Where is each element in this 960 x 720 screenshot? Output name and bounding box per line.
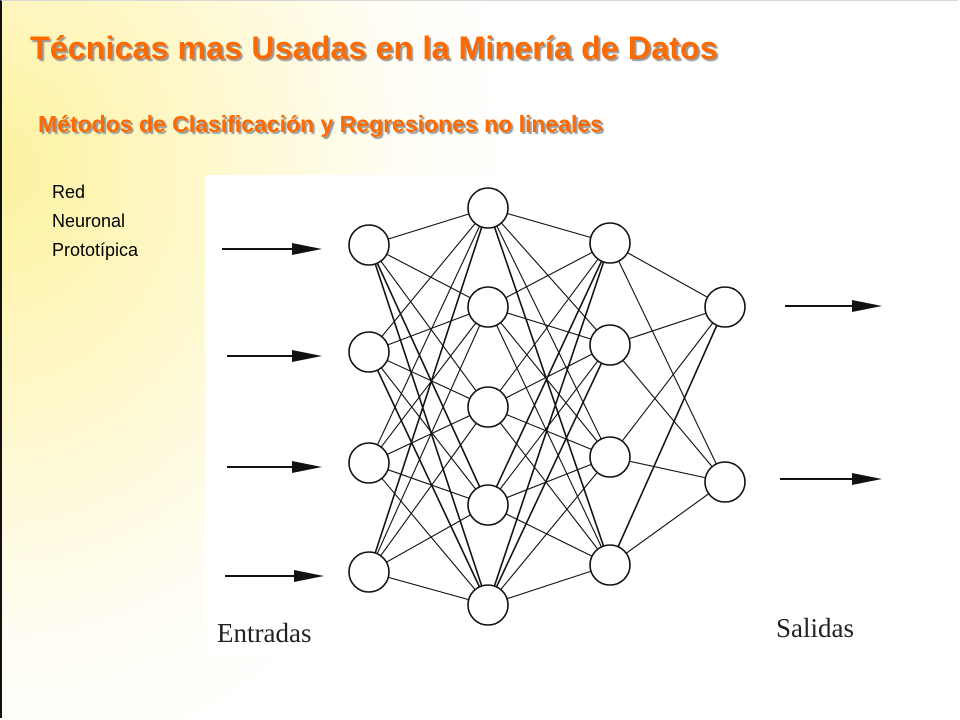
input-arrow-head [292,461,322,473]
connection-line [368,406,489,464]
output-arrow-head [852,300,882,312]
caption-line-3: Prototípica [52,240,139,260]
connection-line [368,351,489,408]
connection-line [487,306,611,458]
connection-line [609,242,726,483]
connection-line [368,351,489,606]
connection-line [487,306,611,566]
output-arrow-head [852,473,882,485]
neural-network-diagram: Entradas Salidas [205,175,905,655]
neuron-hidden-2 [589,222,631,264]
connection-line [487,344,611,606]
neuron-hidden-1 [467,286,509,328]
connection-line [487,406,611,566]
connection-line [368,244,489,606]
connection-line [487,242,611,408]
connection-line [487,344,611,408]
neuron-hidden-2 [589,324,631,366]
connection-line [368,306,489,464]
connection-line [487,564,611,606]
input-arrow-head [294,570,324,582]
slide-title: Técnicas mas Usadas en la Minería de Dat… [30,30,718,66]
neural-network-svg [222,187,882,626]
connection-line [609,306,726,458]
neuron-output [704,286,746,328]
connection-line [487,456,611,506]
connection-line [368,462,489,606]
connection-line [609,306,726,566]
connection-line [368,207,489,464]
outputs-label: Salidas [776,613,854,643]
diagram-caption: Red Neuronal Prototípica [52,178,138,265]
connection-line [487,207,611,244]
input-arrow-head [292,243,322,255]
connection-line [368,306,489,573]
connection-line [487,456,611,606]
neuron-input [348,331,390,373]
neuron-output [704,461,746,503]
connection-line [487,207,611,566]
neuron-input [348,551,390,593]
connection-line [487,242,611,606]
connection-line [609,344,726,483]
connection-line [609,481,726,566]
connection-line [487,242,611,308]
neuron-input [348,442,390,484]
caption-line-1: Red [52,182,86,202]
slide-subtitle: Métodos de Clasificación y Regresiones n… [38,111,603,137]
neuron-hidden-2 [589,436,631,478]
neuron-hidden-1 [467,187,509,229]
caption-line-2: Neuronal [52,211,126,231]
connection-line [368,462,489,506]
connection-line [487,306,611,346]
connection-line [368,244,489,506]
neuron-hidden-2 [589,544,631,586]
connection-line [487,504,611,566]
neuron-hidden-1 [467,584,509,626]
connection-line [368,406,489,573]
connection-line [487,242,611,506]
neuron-hidden-1 [467,484,509,526]
connection-line [487,207,611,458]
connection-line [368,306,489,353]
connection-line [368,244,489,308]
connection-line [368,207,489,353]
neuron-input [348,224,390,266]
connection-line [368,351,489,506]
connection-line [368,244,489,408]
connection-line [487,207,611,346]
connection-line [368,504,489,573]
connection-line [487,406,611,458]
connection-line [609,242,726,308]
connection-line [368,207,489,573]
input-arrow-head [292,350,322,362]
neuron-hidden-1 [467,386,509,428]
inputs-label: Entradas [217,618,312,648]
